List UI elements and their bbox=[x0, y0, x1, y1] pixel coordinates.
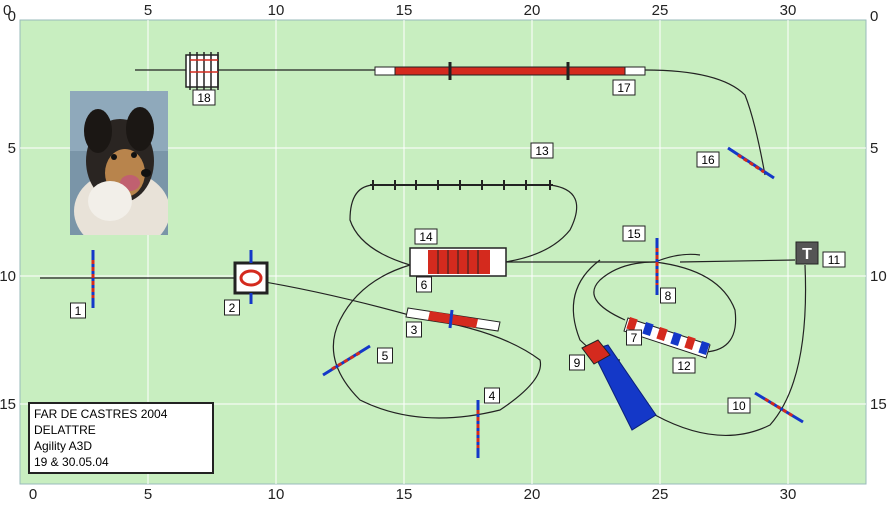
info-event: FAR DE CASTRES 2004 bbox=[34, 407, 168, 421]
sheltie-dog-photo bbox=[70, 91, 168, 235]
tunnel-14 bbox=[409, 247, 507, 277]
obstacle-number-12: 12 bbox=[677, 359, 691, 373]
x-tick-bottom: 10 bbox=[268, 486, 285, 503]
obstacle-number-3: 3 bbox=[411, 323, 418, 337]
obstacle-number-13: 13 bbox=[535, 144, 549, 158]
spread-jump-18 bbox=[185, 52, 219, 90]
dogwalk-section-3 bbox=[405, 307, 501, 332]
table-11: T bbox=[795, 241, 819, 265]
info-class: Agility A3D bbox=[34, 439, 93, 453]
obstacle-label-box bbox=[569, 354, 585, 371]
obstacle-number-8: 8 bbox=[665, 289, 672, 303]
obstacle-number-15: 15 bbox=[627, 227, 641, 241]
x-tick-bottom: 20 bbox=[524, 486, 541, 503]
x-tick-bottom: 15 bbox=[396, 486, 413, 503]
y-axis-right: 0 5 10 15 bbox=[870, 8, 887, 413]
obstacle-label-box bbox=[622, 225, 646, 242]
x-tick-top: 20 bbox=[524, 2, 541, 19]
tire-2 bbox=[233, 250, 269, 304]
table-icon: T bbox=[802, 246, 812, 263]
obstacle-label-box bbox=[377, 347, 393, 364]
obstacle-label-box bbox=[484, 387, 500, 404]
obstacle-label-box bbox=[70, 302, 86, 319]
obstacle-label-box bbox=[822, 251, 846, 268]
x-tick-top: 30 bbox=[780, 2, 797, 19]
x-tick-bottom: 0 bbox=[29, 486, 37, 503]
dogwalk-17 bbox=[374, 62, 646, 80]
obstacle-number-17: 17 bbox=[617, 81, 631, 95]
obstacle-label-box bbox=[192, 89, 216, 106]
x-axis-bottom: 0 5 10 15 20 25 30 bbox=[29, 486, 797, 503]
obstacle-label-box bbox=[612, 79, 636, 96]
obstacle-number-10: 10 bbox=[732, 399, 746, 413]
jump-16 bbox=[727, 146, 775, 180]
y-tick-left: 5 bbox=[8, 140, 16, 157]
obstacle-number-7: 7 bbox=[631, 331, 638, 345]
info-dates: 19 & 30.05.04 bbox=[34, 455, 109, 469]
y-tick-right: 10 bbox=[870, 268, 887, 285]
obstacle-number-4: 4 bbox=[489, 389, 496, 403]
collapsed-tunnel-9 bbox=[581, 339, 657, 431]
obstacle-label-box bbox=[626, 329, 642, 346]
obstacle-label-box bbox=[672, 357, 696, 374]
obstacle-number-5: 5 bbox=[382, 349, 389, 363]
weave-poles-7 bbox=[623, 317, 711, 359]
x-tick-top: 5 bbox=[144, 2, 152, 19]
obstacle-number-1: 1 bbox=[75, 304, 82, 318]
y-tick-left: 10 bbox=[0, 268, 16, 285]
obstacle-number-18: 18 bbox=[197, 91, 211, 105]
x-tick-bottom: 30 bbox=[780, 486, 797, 503]
y-tick-right: 5 bbox=[870, 140, 878, 157]
x-tick-top: 10 bbox=[268, 2, 285, 19]
y-tick-left: 15 bbox=[0, 396, 16, 413]
obstacle-number-6: 6 bbox=[421, 278, 428, 292]
obstacle-label-box bbox=[696, 151, 720, 168]
obstacle-label-box bbox=[727, 397, 751, 414]
obstacle-number-14: 14 bbox=[419, 230, 433, 244]
obstacle-number-2: 2 bbox=[229, 301, 236, 315]
obstacle-number-11: 11 bbox=[828, 253, 841, 267]
y-tick-right: 15 bbox=[870, 396, 887, 413]
info-judge: DELATTRE bbox=[34, 423, 96, 437]
jump-10 bbox=[754, 391, 804, 424]
y-axis-left: 0 5 10 15 bbox=[0, 8, 16, 413]
obstacle-label-box bbox=[416, 276, 432, 293]
y-tick-right: 0 bbox=[870, 8, 878, 25]
obstacle-number-9: 9 bbox=[574, 356, 581, 370]
obstacle-label-box bbox=[224, 299, 240, 316]
jump-5 bbox=[322, 344, 371, 377]
obstacle-label-box bbox=[406, 321, 422, 338]
obstacle-label-box bbox=[414, 228, 438, 245]
obstacle-number-16: 16 bbox=[701, 153, 715, 167]
x-axis-top: 0 5 10 15 20 25 30 bbox=[3, 2, 796, 19]
course-info-box: FAR DE CASTRES 2004 DELATTRE Agility A3D… bbox=[28, 402, 214, 474]
seesaw-13 bbox=[370, 180, 553, 190]
x-tick-top: 25 bbox=[652, 2, 669, 19]
obstacle-label-box bbox=[660, 287, 676, 304]
x-tick-bottom: 25 bbox=[652, 486, 669, 503]
x-tick-top: 0 bbox=[3, 2, 11, 19]
obstacle-label-box bbox=[530, 142, 554, 159]
y-tick-left: 0 bbox=[8, 8, 16, 25]
x-tick-top: 15 bbox=[396, 2, 413, 19]
x-tick-bottom: 5 bbox=[144, 486, 152, 503]
